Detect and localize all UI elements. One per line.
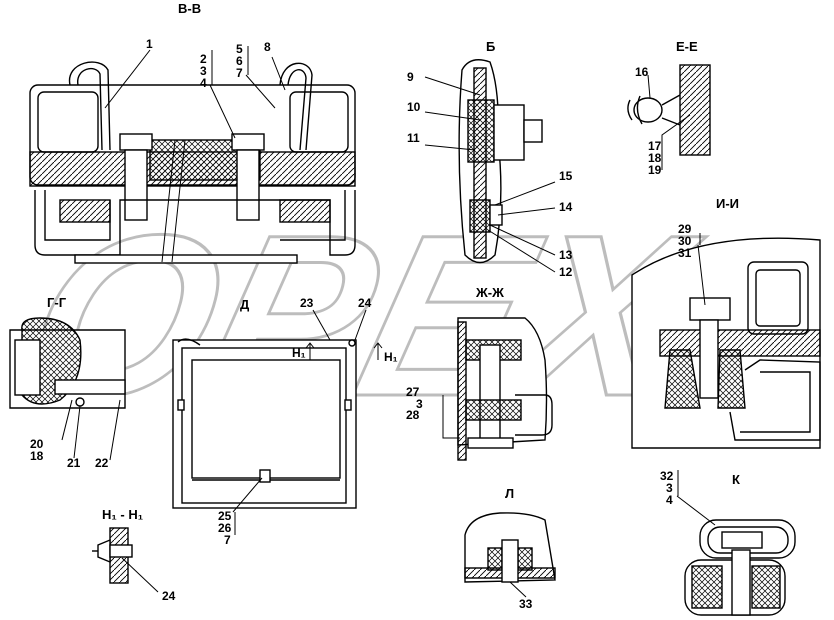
view-gg — [9, 317, 126, 409]
callout-30: 30 — [678, 234, 692, 248]
callout-21: 21 — [67, 456, 81, 470]
title-vv: В-В — [178, 1, 201, 16]
callout-28: 28 — [406, 408, 420, 422]
callout-2: 2 — [200, 52, 207, 66]
title-k: К — [732, 472, 740, 487]
callout-10: 10 — [407, 100, 421, 114]
view-ii — [631, 237, 821, 449]
callout-7: 7 — [236, 66, 243, 80]
callout-18: 18 — [648, 151, 662, 165]
view-titles: В-В Б Е-Е И-И Г-Г Д Ж-Ж Н₁ - Н₁ Л К — [47, 1, 740, 522]
callout-24-top: 24 — [358, 296, 372, 310]
section-arrows — [305, 342, 383, 360]
callout-29: 29 — [678, 222, 692, 236]
callout-6: 6 — [236, 54, 243, 68]
view-ee — [627, 64, 711, 156]
view-b — [458, 59, 543, 264]
callout-26: 26 — [218, 521, 232, 535]
callout-1: 1 — [146, 37, 153, 51]
callout-3-zhzh: 3 — [416, 397, 423, 411]
title-zhzh: Ж-Ж — [475, 285, 504, 300]
leader-lines — [61, 46, 716, 598]
callout-22: 22 — [95, 456, 109, 470]
callout-3: 3 — [200, 64, 207, 78]
callout-numbers: 1 2 3 4 5 6 7 8 9 10 11 15 14 13 12 16 1… — [30, 37, 692, 611]
callout-11: 11 — [407, 131, 420, 145]
callout-3-k: 3 — [666, 481, 673, 495]
callout-23: 23 — [300, 296, 314, 310]
callout-13: 13 — [559, 248, 573, 262]
callout-33: 33 — [519, 597, 533, 611]
callout-27: 27 — [406, 385, 420, 399]
callout-4: 4 — [200, 76, 207, 90]
section-mark-labels: Н₁ Н₁ — [292, 346, 398, 364]
section-mark-h1-right: Н₁ — [384, 350, 398, 364]
callout-19: 19 — [648, 163, 662, 177]
title-d: Д — [240, 297, 250, 312]
view-h1h1 — [92, 527, 133, 584]
title-gg: Г-Г — [47, 295, 67, 310]
title-l: Л — [505, 486, 514, 501]
callout-32: 32 — [660, 469, 674, 483]
callout-12: 12 — [559, 265, 573, 279]
title-ii: И-И — [716, 196, 739, 211]
callout-8: 8 — [264, 40, 271, 54]
callout-18-gg: 18 — [30, 449, 44, 463]
callout-20: 20 — [30, 437, 44, 451]
callout-14: 14 — [559, 200, 573, 214]
callout-25: 25 — [218, 509, 232, 523]
title-b: Б — [486, 39, 495, 54]
callout-7-d: 7 — [224, 533, 231, 547]
callout-31: 31 — [678, 246, 692, 260]
callout-5: 5 — [236, 42, 243, 56]
callout-4-k: 4 — [666, 493, 673, 507]
callout-17: 17 — [648, 139, 662, 153]
view-zhzh — [457, 317, 553, 461]
view-l — [464, 512, 556, 583]
callout-9: 9 — [407, 70, 414, 84]
callout-15: 15 — [559, 169, 573, 183]
title-h1h1: Н₁ - Н₁ — [102, 507, 143, 522]
view-d — [172, 338, 357, 509]
title-ee: Е-Е — [676, 39, 698, 54]
view-k — [684, 519, 796, 616]
section-mark-h1-left: Н₁ — [292, 346, 306, 360]
callout-24-bottom: 24 — [162, 589, 176, 603]
view-vv — [29, 61, 356, 264]
callout-16: 16 — [635, 65, 649, 79]
